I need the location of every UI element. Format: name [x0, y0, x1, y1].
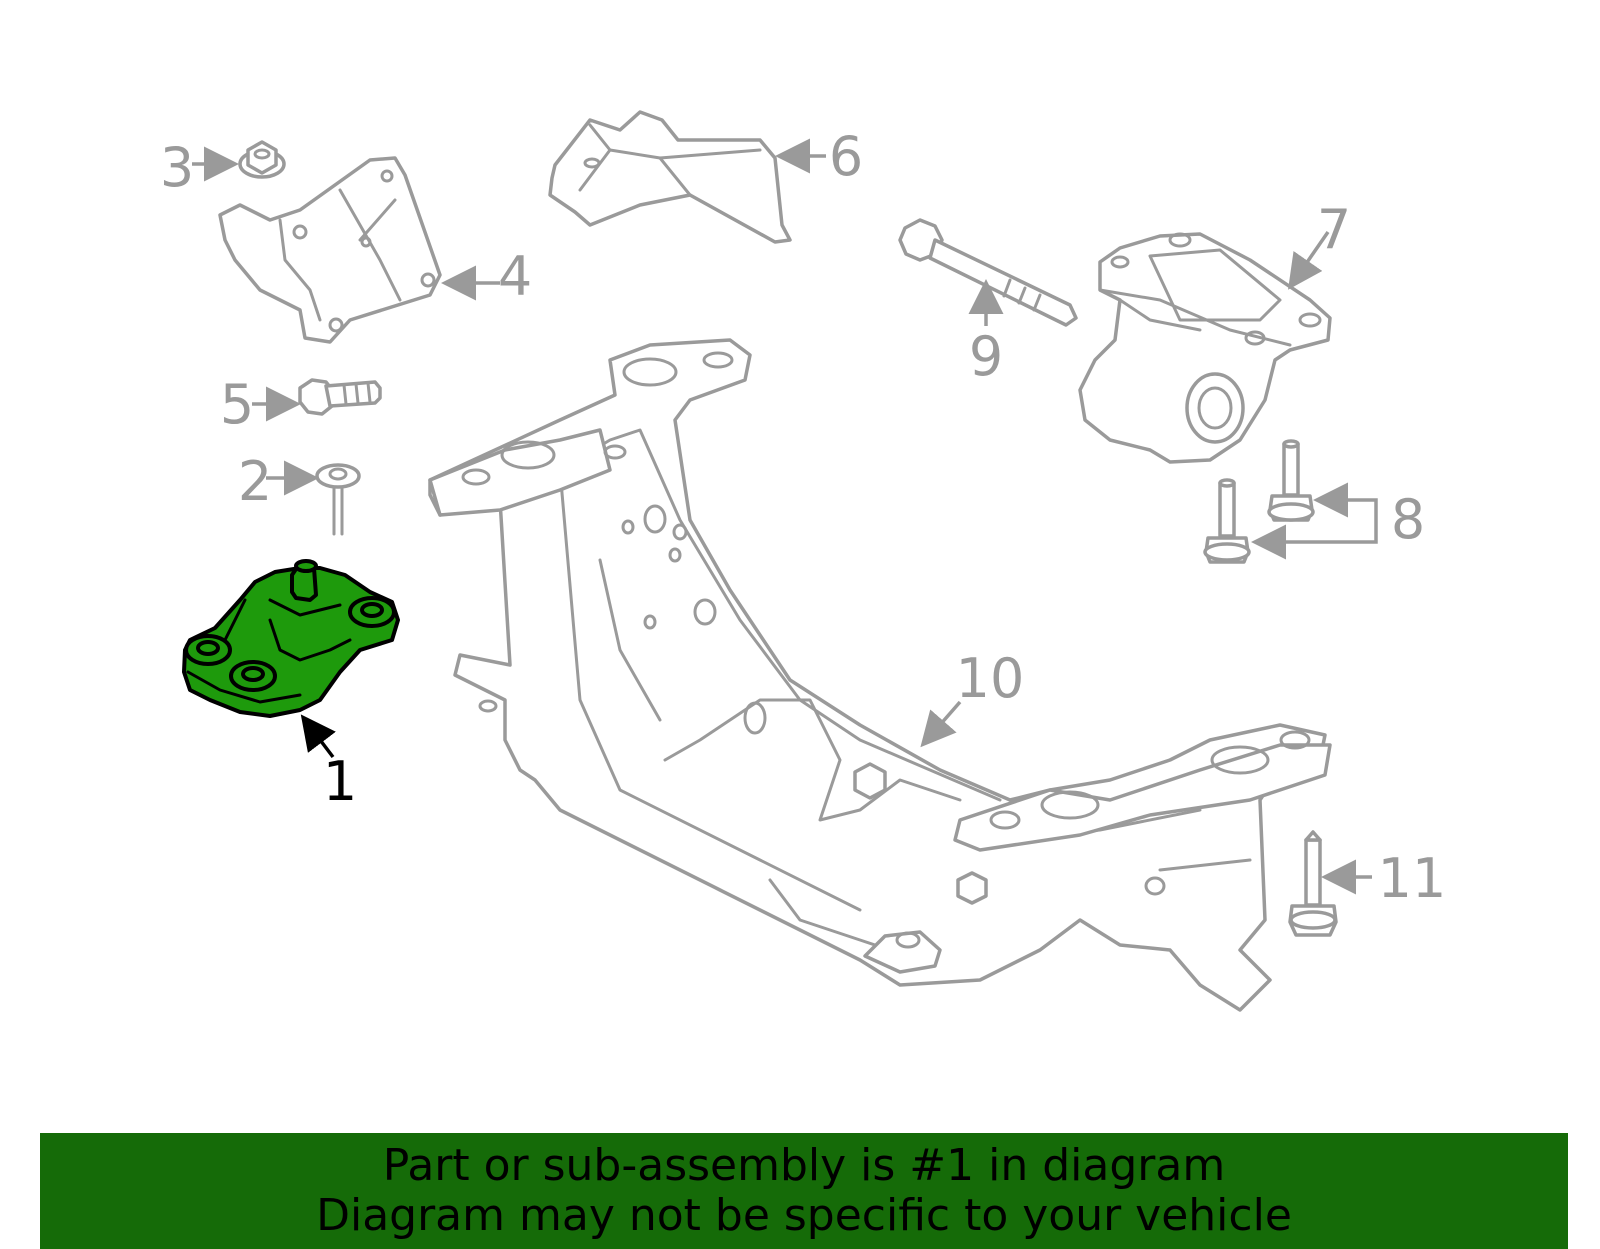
callout-8: 8 — [1391, 488, 1425, 551]
callout-6: 6 — [829, 125, 863, 188]
subframe-part-10[interactable] — [428, 338, 1332, 1012]
engine-mount-part-1[interactable] — [182, 559, 400, 718]
bolt-part-11[interactable] — [1288, 830, 1338, 937]
callout-10: 10 — [956, 647, 1025, 710]
bracket-part-4[interactable] — [218, 156, 442, 344]
shield-part-6[interactable] — [548, 110, 792, 244]
info-banner: Part or sub-assembly is #1 in diagram Di… — [40, 1133, 1568, 1249]
mount-part-7[interactable] — [1078, 232, 1332, 464]
callout-5: 5 — [220, 373, 254, 436]
long-bolt-part-9[interactable] — [898, 218, 1078, 327]
callout-2: 2 — [238, 450, 272, 513]
banner-line-disclaimer: Diagram may not be specific to your vehi… — [316, 1190, 1292, 1241]
banner-line-part-info: Part or sub-assembly is #1 in diagram — [382, 1140, 1226, 1191]
pin-part-2[interactable] — [315, 463, 361, 536]
nut-part-3[interactable] — [238, 140, 286, 179]
callout-11: 11 — [1378, 847, 1447, 910]
parts-diagram: 1 2 3 4 5 6 7 8 9 10 11 — [160, 110, 1447, 1012]
callout-9: 9 — [969, 325, 1003, 388]
callout-7: 7 — [1317, 198, 1351, 261]
bolts-part-8[interactable] — [1203, 439, 1315, 564]
callout-3: 3 — [160, 136, 194, 199]
callout-4: 4 — [498, 245, 532, 308]
callout-1: 1 — [323, 750, 357, 813]
bolt-part-5[interactable] — [298, 378, 382, 416]
